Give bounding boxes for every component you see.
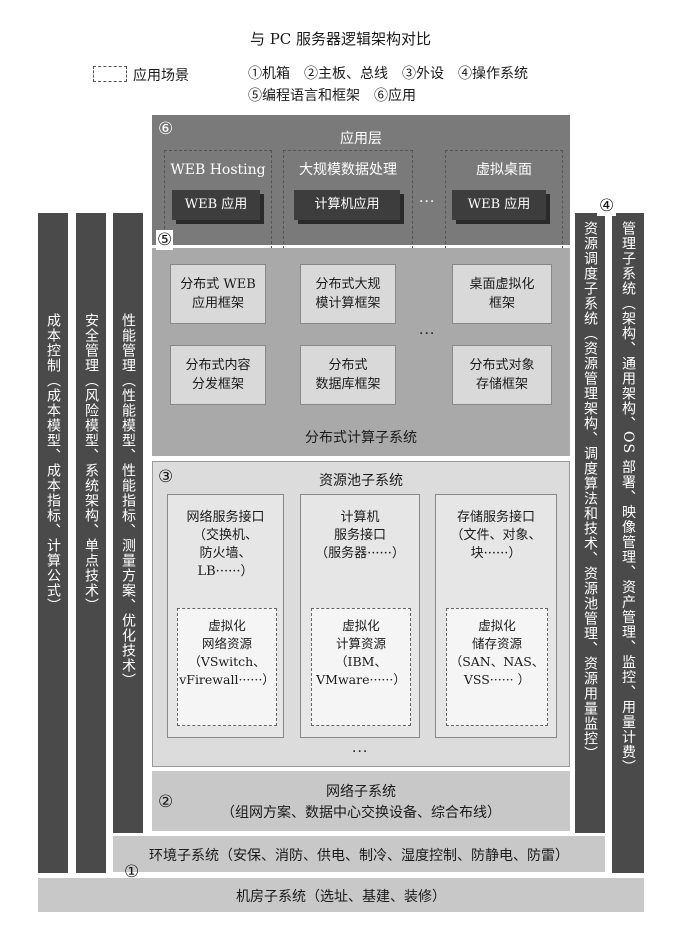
network-layer-subtitle: （组网方案、数据中心交换设备、综合布线）: [221, 805, 501, 821]
environment-layer-text: 环境子系统（安保、消防、供电、制冷、湿度控制、防静电、防雷）: [149, 848, 569, 864]
diagram-title: 与 PC 服务器逻辑架构对比: [249, 30, 432, 48]
legend-dashed-box: [93, 66, 127, 82]
marker-2: ②: [158, 792, 174, 812]
performance-column: 性能管理（性能模型、性能指标、测量方案、优化技术）: [113, 213, 143, 833]
framework-ellipsis: ···: [419, 326, 436, 342]
management-text: 管理子系统（架构、通用架构、OS 部署、映像管理、资产管理、监控、用量计费）: [620, 221, 636, 775]
app-card-web-2: WEB 应用: [452, 190, 546, 220]
resource-scheduling-text: 资源调度子系统（资源管理架构、调度算法和技术、资源池管理、资源用量监控）: [582, 221, 598, 761]
network-layer: [152, 771, 570, 831]
resource-pool-title: 资源池子系统: [319, 473, 403, 489]
network-layer-title: 网络子系统: [326, 784, 396, 800]
compute-interface-text: 计算机 服务接口 （服务器······）: [315, 510, 405, 561]
virtual-network-resource: 虚拟化 网络资源 （VSwitch、 vFirewall······）: [177, 608, 277, 726]
framework-distributed-database: 分布式 数据库框架: [300, 345, 396, 405]
legend-line-2: ⑤编程语言和框架 ⑥应用: [248, 88, 416, 104]
machine-room-text: 机房子系统（选址、基建、装修）: [236, 889, 446, 905]
framework-object-storage: 分布式对象 存储框架: [452, 345, 552, 405]
network-interface-text: 网络服务接口 （交换机、 防火墙、 LB······）: [186, 510, 265, 579]
resource-pool-ellipsis: ···: [352, 744, 369, 760]
application-layer-title: 应用层: [340, 131, 382, 147]
legend-label: 应用场景: [133, 68, 189, 84]
scenario-label-virtual-desktop: 虚拟桌面: [476, 162, 532, 178]
framework-distributed-web: 分布式 WEB 应用框架: [170, 264, 266, 324]
cost-control-text: 成本控制（成本模型、成本指标、计算公式）: [45, 313, 61, 613]
framework-large-scale-computing: 分布式大规 模计算框架: [300, 264, 396, 324]
app-layer-ellipsis: ···: [419, 194, 436, 210]
performance-text: 性能管理（性能模型、性能指标、测量方案、优化技术）: [120, 313, 136, 688]
marker-5: ⑤: [156, 230, 174, 250]
storage-interface-text: 存储服务接口 （文件、对象、 块······）: [450, 510, 542, 561]
distributed-computing-title: 分布式计算子系统: [305, 430, 417, 446]
legend-line-1: ①机箱 ②主板、总线 ③外设 ④操作系统: [248, 66, 528, 82]
cost-control-column: 成本控制（成本模型、成本指标、计算公式）: [38, 213, 68, 873]
marker-3: ③: [158, 467, 174, 487]
legend-items: ①机箱 ②主板、总线 ③外设 ④操作系统 ⑤编程语言和框架 ⑥应用: [248, 63, 528, 107]
marker-6: ⑥: [158, 119, 174, 139]
app-card-computing: 计算机应用: [294, 190, 400, 220]
security-column: 安全管理（风险模型、系统架构、单点技术）: [76, 213, 106, 873]
framework-content-distribution: 分布式内容 分发框架: [170, 345, 266, 405]
scenario-label-web-hosting: WEB Hosting: [170, 162, 266, 178]
app-card-web-1: WEB 应用: [172, 190, 260, 220]
management-column: 管理子系统（架构、通用架构、OS 部署、映像管理、资产管理、监控、用量计费）: [612, 213, 644, 873]
marker-1: ①: [124, 862, 140, 882]
virtual-compute-resource: 虚拟化 计算资源 （IBM、 VMware······）: [311, 608, 411, 726]
application-layer: [152, 115, 570, 245]
environment-layer: [113, 836, 605, 872]
virtual-storage-resource: 虚拟化 储存资源 （SAN、NAS、 VSS······ ）: [446, 608, 548, 726]
scenario-label-big-data: 大规模数据处理: [299, 162, 397, 178]
machine-room-layer: [38, 878, 644, 912]
framework-desktop-virtualization: 桌面虚拟化 框架: [452, 264, 552, 324]
resource-scheduling-column: 资源调度子系统（资源管理架构、调度算法和技术、资源池管理、资源用量监控）: [575, 213, 605, 833]
marker-4: ④: [597, 196, 617, 216]
security-text: 安全管理（风险模型、系统架构、单点技术）: [83, 313, 99, 613]
